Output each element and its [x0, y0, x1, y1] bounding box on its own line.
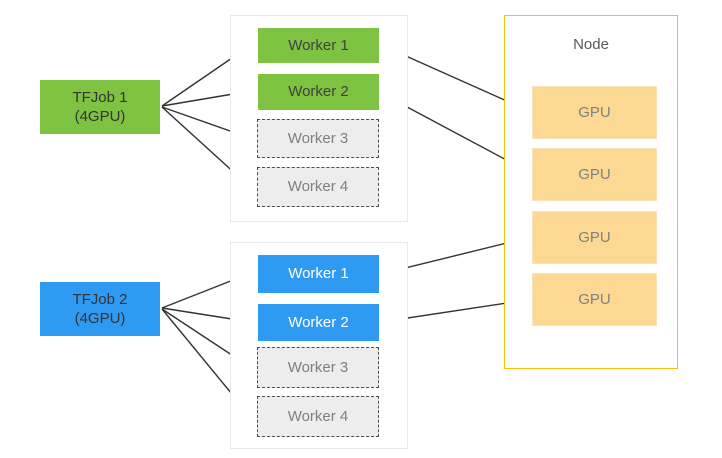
- tfjob-1-capacity: (4GPU): [74, 108, 126, 125]
- group2-worker-3: Worker 3: [257, 347, 379, 388]
- tfjob-1-box: TFJob 1 (4GPU): [40, 80, 160, 134]
- tfjob-2-box: TFJob 2 (4GPU): [40, 282, 160, 336]
- group1-worker-1: Worker 1: [258, 28, 379, 63]
- gpu-1: GPU: [532, 86, 657, 139]
- group2-worker-2: Worker 2: [258, 304, 379, 341]
- group2-worker-1: Worker 1: [258, 255, 379, 293]
- tfjob-2-capacity: (4GPU): [74, 310, 126, 327]
- tfjob-2-name: TFJob 2: [72, 290, 128, 308]
- gpu-2: GPU: [532, 148, 657, 201]
- group1-worker-4: Worker 4: [257, 167, 379, 207]
- node-box: Node GPU GPU GPU GPU: [504, 15, 678, 369]
- group1-worker-3: Worker 3: [257, 119, 379, 158]
- gpu-3: GPU: [532, 211, 657, 264]
- gpu-4: GPU: [532, 273, 657, 326]
- group1-worker-2: Worker 2: [258, 74, 379, 110]
- group2-worker-4: Worker 4: [257, 396, 379, 437]
- node-title: Node: [573, 36, 609, 53]
- tfjob-1-name: TFJob 1: [72, 88, 128, 106]
